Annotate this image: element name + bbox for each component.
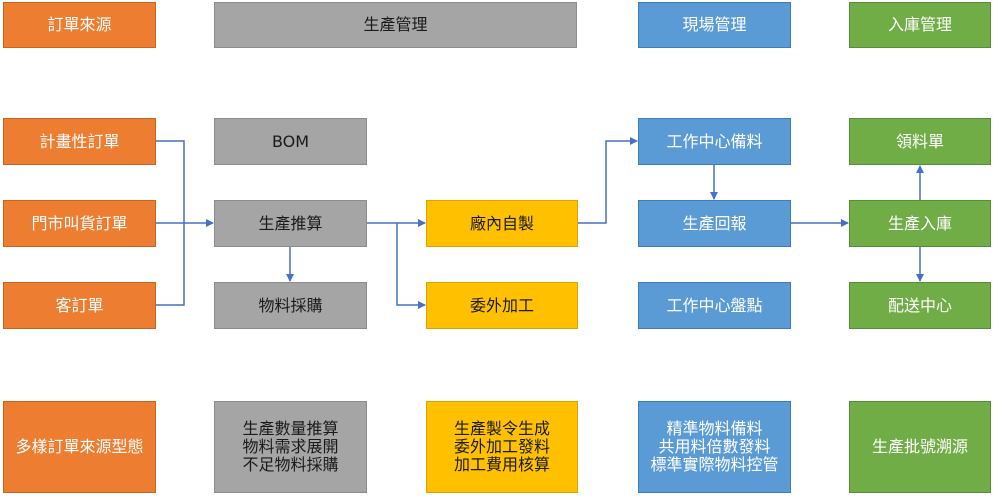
feature-production-line: 物料需求展開 — [242, 437, 339, 456]
header-warehouse-management: 入庫管理 — [849, 2, 991, 48]
node-outsourced: 委外加工 — [426, 282, 578, 329]
connector-customer-order — [156, 223, 185, 306]
feature-manufacturing-line: 生產製令生成 — [453, 419, 550, 438]
node-workcenter-prep: 工作中心備料 — [638, 118, 791, 165]
feature-order-types: 多樣訂單來源型態 — [3, 401, 156, 493]
feature-site-line: 標準實際物料控管 — [650, 455, 779, 474]
feature-production: 生產數量推算 物料需求展開 不足物料採購 — [214, 401, 367, 493]
header-production-management: 生產管理 — [214, 2, 577, 48]
node-in-house: 廠內自製 — [426, 200, 578, 247]
header-order-source: 訂單來源 — [3, 2, 156, 48]
node-planned-order: 計畫性訂單 — [3, 118, 156, 165]
connector-inhouse-to-prep — [578, 137, 638, 224]
feature-manufacturing-line: 委外加工發料 — [453, 437, 550, 456]
node-bom: BOM — [214, 118, 367, 165]
feature-production-line: 不足物料採購 — [242, 455, 339, 474]
node-store-order: 門市叫貨訂單 — [3, 200, 156, 247]
connector-planned-order — [156, 140, 185, 223]
connector-calc-to-outsourced — [396, 223, 426, 309]
feature-site-line: 精準物料備料 — [666, 419, 763, 438]
node-workcenter-inventory: 工作中心盤點 — [638, 282, 791, 329]
node-production-report: 生產回報 — [638, 200, 791, 247]
feature-traceability: 生產批號溯源 — [849, 401, 991, 493]
feature-production-line: 生產數量推算 — [242, 419, 339, 438]
node-production-inbound: 生產入庫 — [849, 200, 991, 247]
feature-manufacturing-line: 加工費用核算 — [453, 455, 550, 474]
node-picking-list: 領料單 — [849, 118, 991, 165]
node-material-purchase: 物料採購 — [214, 282, 367, 329]
node-customer-order: 客訂單 — [3, 282, 156, 329]
feature-site: 精準物料備料 共用料倍數發料 標準實際物料控管 — [638, 401, 791, 493]
header-site-management: 現場管理 — [638, 2, 791, 48]
node-distribution-center: 配送中心 — [849, 282, 991, 329]
feature-manufacturing: 生產製令生成 委外加工發料 加工費用核算 — [426, 401, 578, 493]
feature-site-line: 共用料倍數發料 — [658, 437, 771, 456]
node-production-calc: 生產推算 — [214, 200, 367, 247]
